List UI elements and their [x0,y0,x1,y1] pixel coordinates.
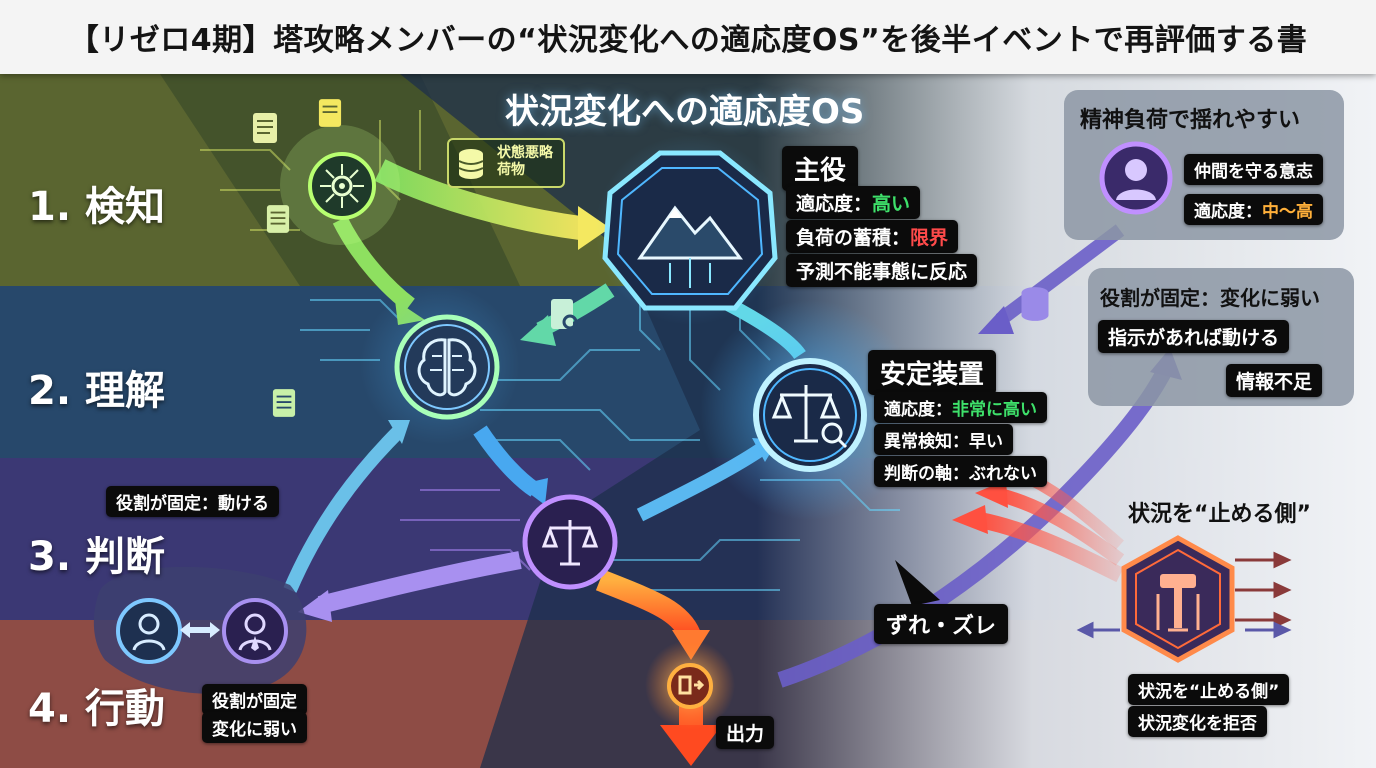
stabilizer-scales-icon [753,358,867,472]
protagonist-load-value: 限界 [910,227,949,249]
stabilizer-adapt-label: 適応度： [884,400,952,420]
stage-label-judge: 3. 判断 [28,534,165,580]
drift-label: ずれ・ズレ [874,604,1009,644]
protagonist-adapt-value: 高い [872,193,911,215]
document-icon [272,389,296,417]
label-weak-line1: 役割が固定 [202,684,307,715]
document-icon [551,299,578,330]
state-tag-line1: 状態悪略 [497,145,553,161]
stabilizer-anomaly: 異常検知：早い [874,424,1013,455]
protagonist-adapt-label: 適応度： [796,193,873,215]
stopper-title: 状況を“止める側” [1128,502,1311,527]
label-weak-line2: 変化に弱い [202,712,307,743]
swap-arrows-icon [180,622,220,638]
output-icon [667,663,713,709]
protagonist-title: 主役 [782,146,859,191]
stopper-line2: 状況変化を拒否 [1128,706,1267,737]
database-icon [458,149,484,179]
protagonist-reaction: 予測不能事態に反応 [786,254,978,287]
stopper-line1: 状況を“止める側” [1128,674,1290,705]
state-tag: 状態悪略 荷物 [447,138,565,188]
database-icon [1021,287,1049,321]
stabilizer-adaptability: 適応度：非常に高い [874,392,1047,423]
mental-title: 精神負荷で揺れやすい [1080,108,1301,133]
output-label: 出力 [716,716,775,749]
mental-adapt-label: 適応度： [1194,202,1262,222]
fixed-role-instruction: 指示があれば動ける [1098,320,1290,353]
lever-icon [1121,535,1235,663]
stage-label-act: 4. 行動 [28,686,165,732]
fixed-role-lack: 情報不足 [1226,364,1323,397]
eye-network-icon [308,152,376,220]
person-icon [1099,141,1173,215]
stage-label-detect: 1. 検知 [28,184,165,230]
scales-icon [522,494,618,590]
stabilizer-axis: 判断の軸：ぶれない [874,456,1047,487]
label-role-moves: 役割が固定：動ける [106,486,279,517]
bot-icon [222,598,288,664]
os-title: 状況変化への適応度OS [505,92,865,132]
document-icon [318,99,342,127]
mental-adaptability: 適応度：中〜高 [1184,194,1323,225]
stabilizer-title: 安定装置 [868,350,997,395]
document-icon [253,113,277,143]
stage-label-understand: 2. 理解 [28,368,165,414]
title-bar: 【リゼロ4期】塔攻略メンバーの“状況変化への適応度OS”を後半イベントで再評価す… [0,0,1376,74]
page-title: 【リゼロ4期】塔攻略メンバーの“状況変化への適応度OS”を後半イベントで再評価す… [68,23,1308,58]
mountain-icon [602,150,778,311]
brain-icon [394,314,500,420]
protagonist-adaptability: 適応度：高い [786,186,921,219]
protagonist-load-label: 負荷の蓄積： [796,227,911,249]
state-tag-line2: 荷物 [497,162,525,178]
person-icon [116,598,182,664]
mental-will: 仲間を守る意志 [1184,154,1323,185]
mental-adapt-value: 中〜高 [1262,202,1313,222]
stabilizer-adapt-value: 非常に高い [952,400,1037,420]
document-icon [266,205,290,233]
fixed-role-title: 役割が固定：変化に弱い [1100,286,1320,310]
protagonist-load: 負荷の蓄積：限界 [786,220,959,253]
